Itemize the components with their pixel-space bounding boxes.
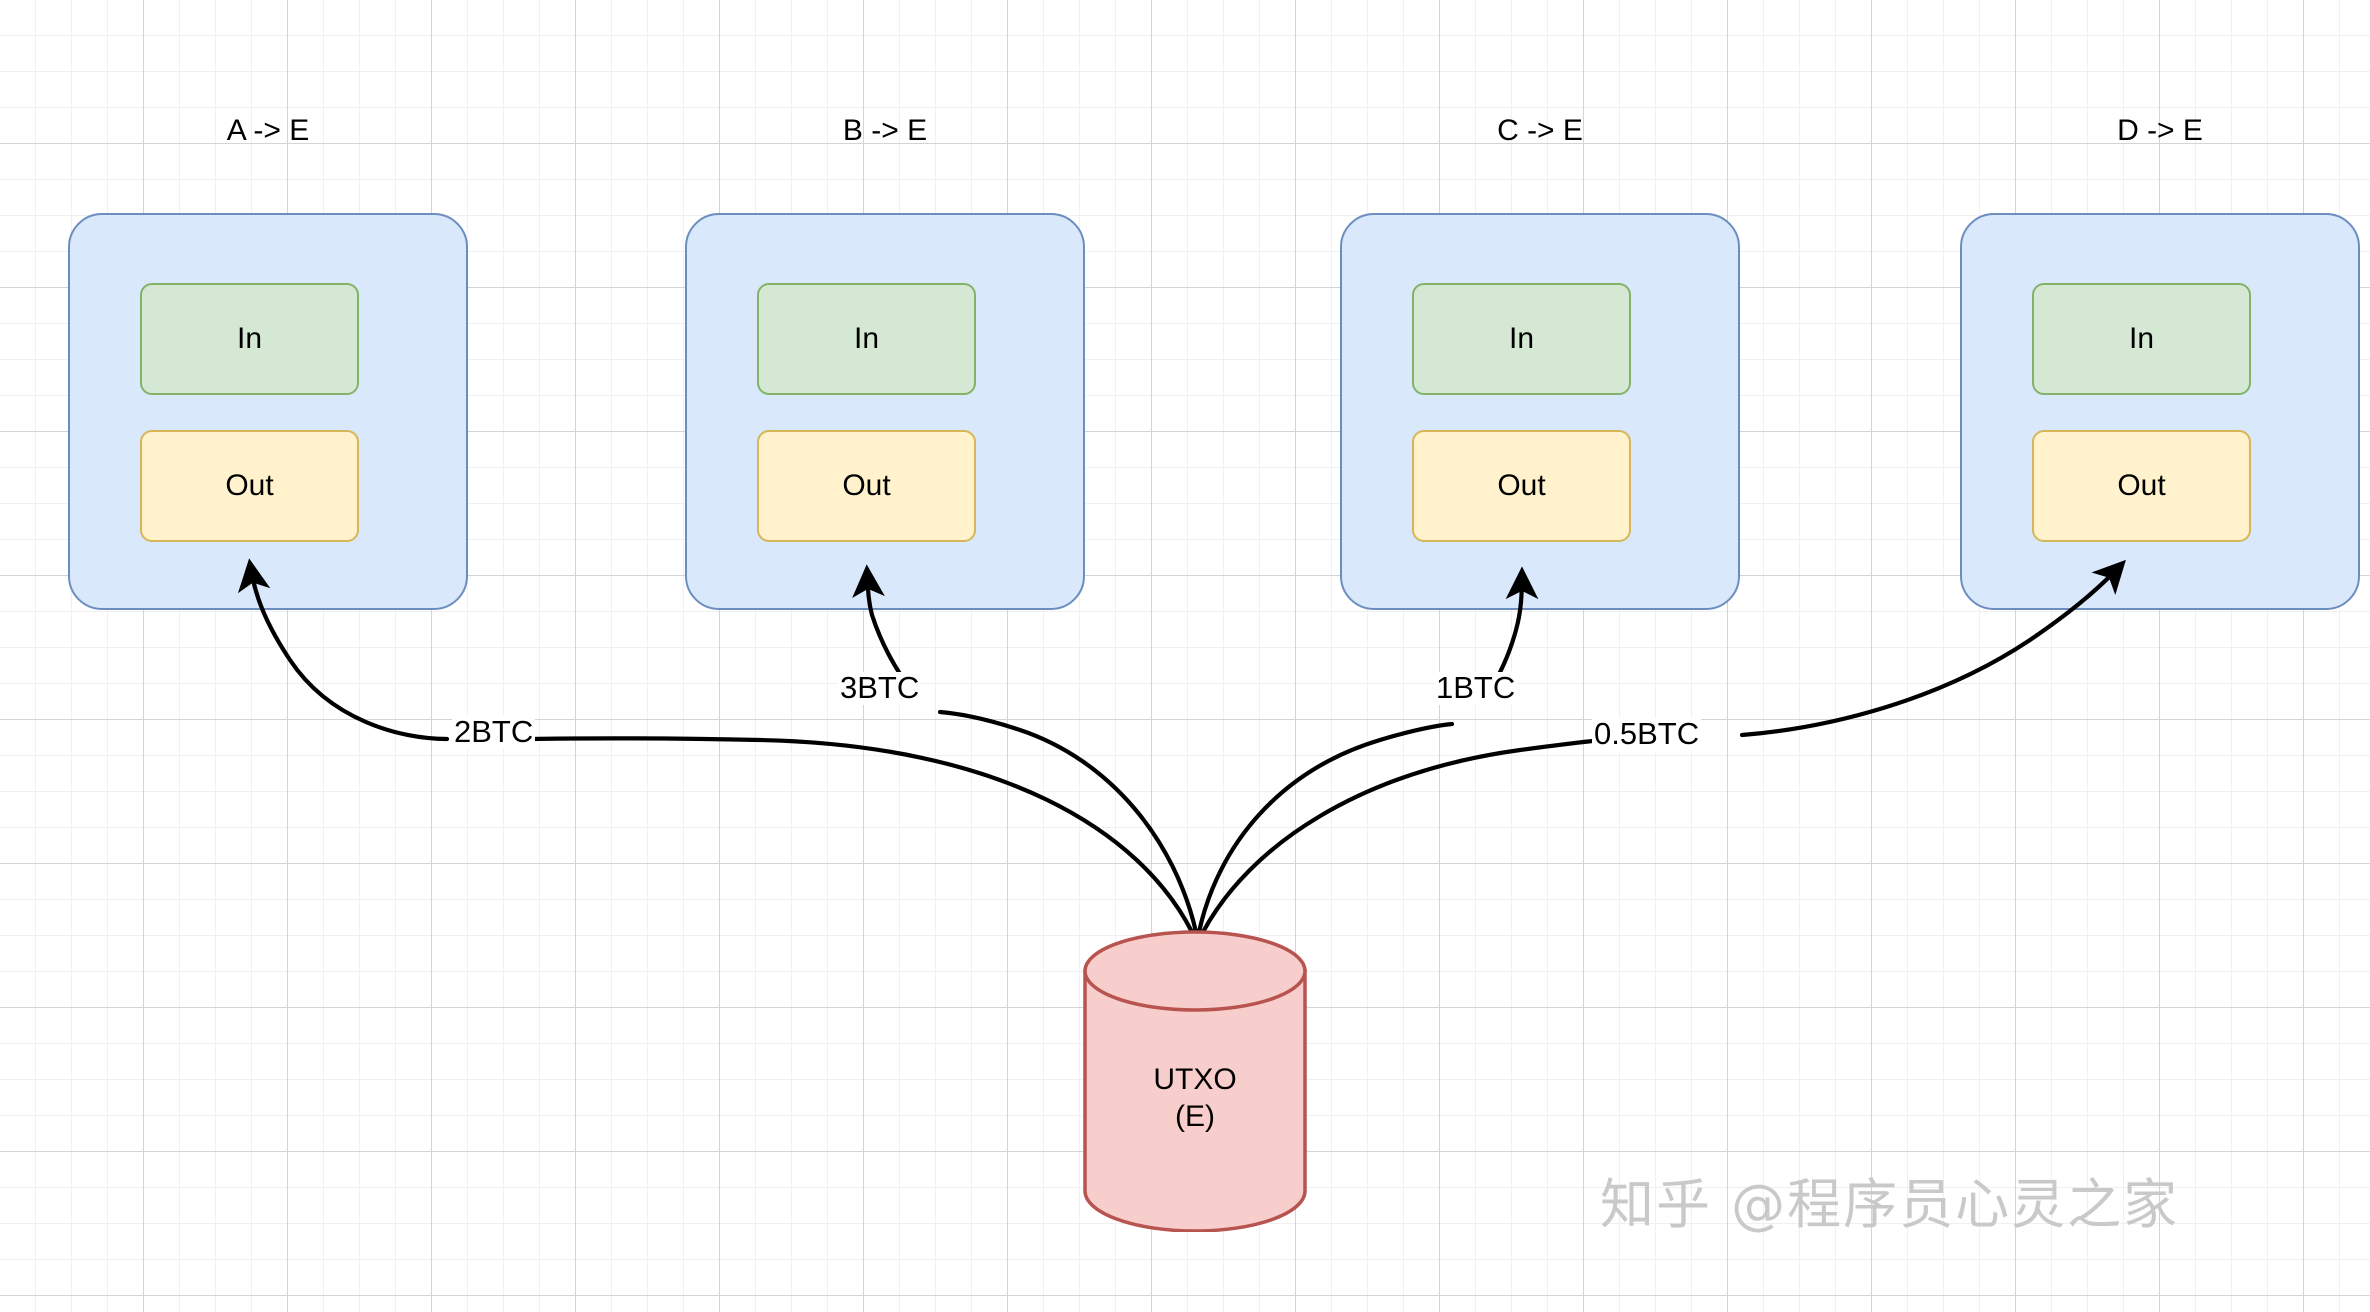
transaction-a-in-box[interactable]: In (140, 283, 359, 395)
utxo-label-line2: (E) (1175, 1099, 1215, 1133)
transaction-c-out-box[interactable]: Out (1412, 430, 1631, 542)
transaction-title-a: A -> E (226, 114, 310, 147)
edge-label-1btc: 1BTC (1434, 670, 1518, 705)
transaction-box-a[interactable] (68, 213, 468, 610)
edge-path-3btc (937, 709, 1199, 935)
utxo-label: UTXO (E) (1083, 1062, 1307, 1135)
utxo-cylinder-shape (1083, 930, 1307, 1233)
edge-path-05btc (1200, 737, 1609, 935)
transaction-d-out-box[interactable]: Out (2032, 430, 2251, 542)
transaction-b-in-box[interactable]: In (757, 283, 976, 395)
transaction-box-d[interactable] (1960, 213, 2360, 610)
edge-path-2btc (517, 736, 1195, 935)
transaction-c-in-box[interactable]: In (1412, 283, 1631, 395)
transaction-a-out-box[interactable]: Out (140, 430, 359, 542)
edge-label-2btc: 2BTC (452, 714, 536, 749)
edge-label-05btc: 0.5BTC (1592, 716, 1702, 751)
edge-label-3btc: 3BTC (838, 670, 922, 705)
utxo-node[interactable]: UTXO (E) (1083, 930, 1307, 1233)
edge-path-1btc (1196, 721, 1455, 935)
transaction-title-d: D -> E (2117, 114, 2203, 147)
transaction-box-b[interactable] (685, 213, 1085, 610)
transaction-box-c[interactable] (1340, 213, 1740, 610)
transaction-title-c: C -> E (1497, 114, 1583, 147)
transaction-title-b: B -> E (842, 114, 928, 147)
transaction-d-in-box[interactable]: In (2032, 283, 2251, 395)
watermark: 知乎 @程序员心灵之家 (1600, 1173, 2180, 1236)
transaction-b-out-box[interactable]: Out (757, 430, 976, 542)
utxo-label-line1: UTXO (1153, 1063, 1237, 1096)
